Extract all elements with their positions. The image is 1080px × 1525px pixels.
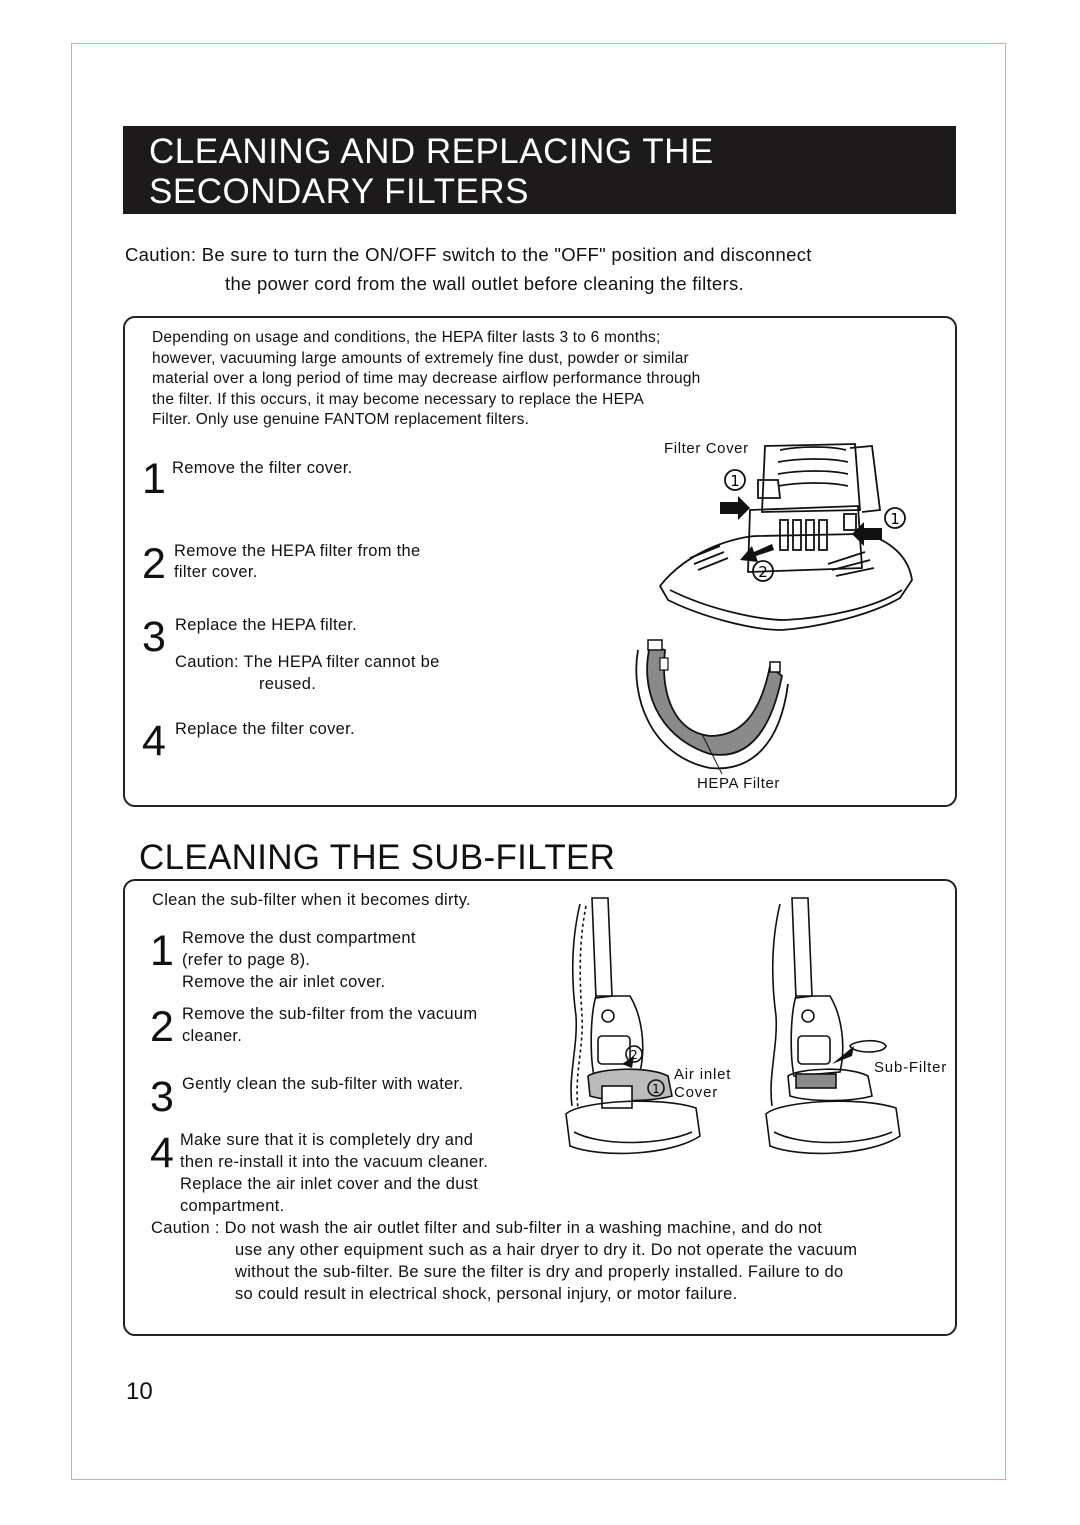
- vacuum-base-illustration: 1 1 2: [658, 443, 913, 631]
- hepa-step-text-line: Remove the HEPA filter from the: [174, 542, 421, 560]
- hepa-step-number: 4: [142, 717, 166, 765]
- hepa-intro-line: material over a long period of time may …: [152, 370, 701, 387]
- callout-1: 1: [730, 472, 740, 490]
- subfilter-step-text-line: cleaner.: [182, 1027, 243, 1045]
- hepa-intro-line: however, vacuuming large amounts of extr…: [152, 349, 689, 367]
- hepa-filter-panel: [123, 316, 957, 807]
- subfilter-intro: Clean the sub-filter when it becomes dir…: [152, 891, 471, 909]
- subfilter-step-text: Remove the sub-filter from the vacuum cl…: [182, 1003, 477, 1047]
- subfilter-step-text: Gently clean the sub-filter with water.: [182, 1075, 464, 1093]
- page-border: [71, 43, 1006, 1480]
- callout-1: 1: [652, 1082, 660, 1096]
- hepa-step-caution-line: reused.: [259, 675, 317, 693]
- cover-label: Cover: [674, 1084, 719, 1101]
- subfilter-section-title: CLEANING THE SUB-FILTER: [139, 838, 616, 877]
- callout-1: 1: [890, 510, 900, 528]
- hepa-intro-line: the filter. If this occurs, it may becom…: [152, 390, 645, 408]
- section-title-line-2: SECONDARY FILTERS: [149, 172, 529, 211]
- hepa-step-text: Replace the HEPA filter. Caution: The HE…: [175, 614, 440, 696]
- subfilter-step-number: 3: [150, 1073, 174, 1121]
- hepa-step-text-line: Replace the HEPA filter.: [175, 616, 358, 634]
- subfilter-step-text-line: Remove the air inlet cover.: [182, 973, 386, 991]
- subfilter-step-text-line: Replace the air inlet cover and the dust: [180, 1175, 479, 1193]
- hepa-intro-line: Filter. Only use genuine FANTOM replacem…: [152, 411, 530, 428]
- subfilter-caution-line: without the sub-filter. Be sure the filt…: [235, 1263, 844, 1281]
- subfilter-step-number: 4: [150, 1129, 174, 1177]
- hepa-step-caution-line: Caution: The HEPA filter cannot be: [175, 652, 440, 671]
- subfilter-step-text-line: then re-install it into the vacuum clean…: [180, 1153, 489, 1171]
- subfilter-caution-line: use any other equipment such as a hair d…: [235, 1241, 858, 1259]
- section-title-bar: CLEANING AND REPLACING THE SECONDARY FIL…: [123, 126, 956, 214]
- subfilter-caution: Caution : Do not wash the air outlet fil…: [151, 1217, 951, 1305]
- hepa-step-number: 1: [142, 455, 166, 503]
- subfilter-caution-line: so could result in electrical shock, per…: [235, 1285, 738, 1303]
- vacuum-upright-illustration-left: 2 1: [565, 897, 701, 1155]
- sub-filter-label: Sub-Filter: [874, 1059, 948, 1076]
- air-inlet-label: Air inlet: [674, 1066, 732, 1083]
- hepa-step-text-line: filter cover.: [174, 563, 258, 581]
- top-caution: Caution: Be sure to turn the ON/OFF swit…: [125, 240, 955, 298]
- subfilter-step-number: 1: [150, 927, 174, 975]
- subfilter-step-number: 2: [150, 1003, 174, 1051]
- hepa-step-text: Replace the filter cover.: [175, 720, 355, 738]
- top-caution-line-1: Caution: Be sure to turn the ON/OFF swit…: [125, 244, 812, 265]
- hepa-step-number: 3: [142, 613, 166, 661]
- subfilter-step-text: Make sure that it is completely dry and …: [180, 1129, 488, 1217]
- hepa-filter-illustration: [635, 639, 789, 775]
- hepa-filter-label: HEPA Filter: [697, 775, 781, 792]
- subfilter-step-text-line: Remove the dust compartment: [182, 929, 416, 947]
- vacuum-upright-illustration-right: [765, 897, 901, 1155]
- hepa-intro-paragraph: Depending on usage and conditions, the H…: [152, 328, 832, 431]
- subfilter-step-text: Remove the dust compartment (refer to pa…: [182, 927, 416, 993]
- callout-2: 2: [630, 1048, 638, 1062]
- subfilter-step-text-line: Make sure that it is completely dry and: [180, 1131, 474, 1149]
- subfilter-caution-line: Caution : Do not wash the air outlet fil…: [151, 1219, 823, 1237]
- filter-cover-label: Filter Cover: [664, 440, 749, 457]
- page-number: 10: [126, 1378, 153, 1405]
- top-caution-line-2: the power cord from the wall outlet befo…: [225, 273, 744, 294]
- subfilter-step-text-line: compartment.: [180, 1197, 285, 1215]
- callout-2: 2: [758, 563, 768, 581]
- subfilter-step-text-line: (refer to page 8).: [182, 951, 311, 969]
- subfilter-step-text-line: Remove the sub-filter from the vacuum: [182, 1005, 478, 1023]
- section-title-line-1: CLEANING AND REPLACING THE: [149, 132, 714, 171]
- hepa-step-text: Remove the HEPA filter from the filter c…: [174, 541, 421, 583]
- hepa-step-number: 2: [142, 540, 166, 588]
- hepa-intro-line: Depending on usage and conditions, the H…: [152, 329, 661, 346]
- hepa-step-text: Remove the filter cover.: [172, 459, 353, 477]
- subfilter-panel: [123, 879, 957, 1336]
